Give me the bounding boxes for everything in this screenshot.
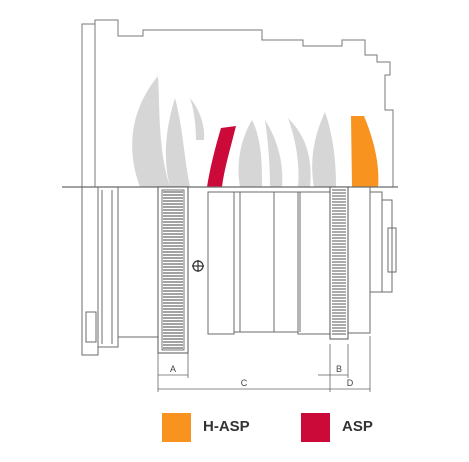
dimension-label-c: C [241, 378, 248, 388]
lens-element-4 [238, 120, 262, 187]
lens-element-6 [288, 118, 311, 187]
lens-element-5 [265, 120, 283, 187]
lens-element-2 [165, 98, 190, 187]
dimension-lines [157, 336, 371, 392]
legend-swatch-asp [301, 413, 330, 442]
lens-element-3 [190, 98, 205, 140]
dimension-label-d: D [347, 378, 354, 388]
housing-outline [81, 19, 394, 187]
legend-label-h-asp: H-ASP [203, 418, 250, 435]
aperture-ring-knurled [329, 186, 349, 340]
asp-lens-element [207, 126, 236, 187]
lens-elements-gray [132, 76, 336, 187]
lens-element-1 [132, 76, 170, 187]
crosshair-circle-icon [192, 260, 204, 272]
legend-swatch-h-asp [162, 413, 191, 442]
legend-label-asp: ASP [342, 418, 373, 435]
dimension-label-b: B [336, 364, 342, 374]
lens-element-7 [312, 112, 336, 187]
dimension-label-a: A [170, 364, 176, 374]
barrel-exterior [81, 186, 397, 356]
focus-ring-knurled [157, 186, 189, 354]
h-asp-lens-element [351, 116, 379, 187]
